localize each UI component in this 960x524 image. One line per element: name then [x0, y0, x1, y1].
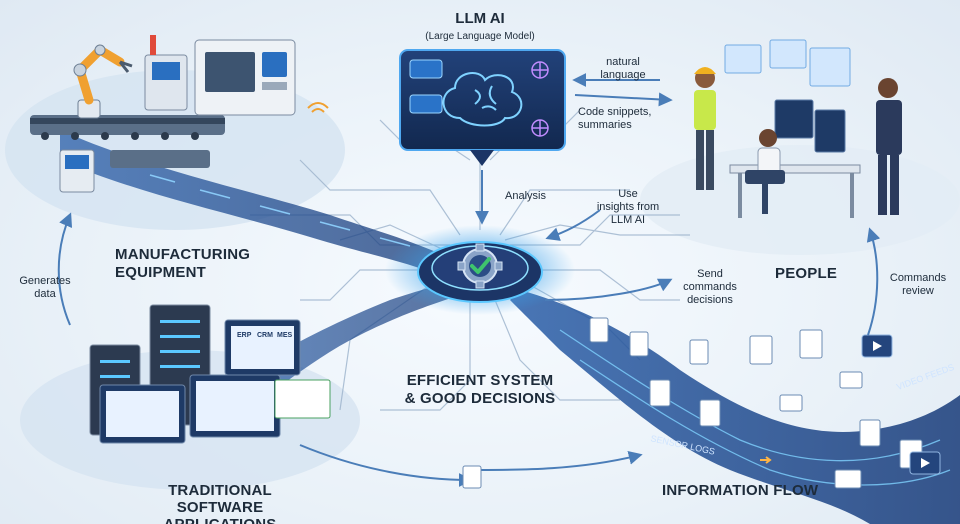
generates-data-line-2: data: [34, 288, 56, 300]
info-flow-glow-lines: [559, 329, 951, 486]
use-insights-label: Use insights from LLM AI: [588, 188, 668, 227]
flow-arrows: [57, 73, 881, 487]
code-snippets-line-2: summaries: [578, 119, 632, 131]
control-cabinet: [144, 35, 188, 111]
network-node-icon: [531, 61, 549, 137]
server-leds: [100, 320, 200, 378]
wifi-signal-icon: [307, 102, 329, 113]
check-icon: [470, 257, 491, 274]
use-insights-line-3: LLM AI: [610, 214, 646, 226]
llm-title: LLM AI: [455, 10, 505, 27]
people-platform: [640, 145, 960, 255]
manufacturing-illustration: [30, 35, 329, 193]
generates-data-line-1: Generates: [19, 275, 71, 287]
erp-tag: ERP: [237, 332, 252, 339]
cnc-machine: [194, 39, 296, 116]
spreadsheet-window: [274, 379, 331, 419]
info-flow-documents: [589, 317, 923, 489]
arrow-code-snippets: [574, 92, 673, 107]
llm-subtitle: (Large Language Model): [425, 31, 535, 42]
natural-language-line-1: natural: [606, 56, 640, 68]
seated-worker: [745, 129, 785, 214]
people-illustration: [694, 39, 902, 218]
information-flow-stream: [510, 290, 960, 524]
manager: [876, 78, 902, 215]
manufacturing-label-line-1: MANUFACTURING: [115, 246, 251, 263]
conveyor-rollers: [41, 132, 199, 140]
arrow-generates-data: [57, 212, 73, 326]
use-insights-line-2: insights from: [596, 201, 660, 213]
app-monitors: [99, 319, 301, 444]
analysis-label: Analysis: [505, 190, 546, 202]
commands-review-label: Commands review: [878, 272, 958, 298]
brain-icon: [442, 72, 523, 127]
arrow-commands-review: [866, 227, 881, 336]
code-snippets-line-1: Code snippets,: [578, 106, 652, 118]
send-commands-line-3: decisions: [687, 294, 733, 306]
arrow-send-commands: [544, 278, 673, 301]
use-insights-line-1: Use: [618, 188, 638, 200]
send-commands-line-2: commands: [683, 281, 737, 293]
manufacturing-label: MANUFACTURING EQUIPMENT: [115, 246, 250, 282]
central-hub: [385, 225, 575, 315]
manufacturing-label-line-2: EQUIPMENT: [115, 264, 206, 281]
info-doc-bottom: [462, 465, 482, 489]
generates-data-label: Generates data: [10, 275, 80, 301]
holo-screens: [724, 39, 851, 87]
natural-language-line-2: language: [600, 69, 646, 81]
software-label: TRADITIONAL SOFTWARE APPLICATIONS: [120, 482, 320, 524]
commands-review-line-2: review: [902, 285, 934, 297]
code-snippets-label: Code snippets, summaries: [578, 106, 651, 132]
send-commands-line-1: Send: [697, 268, 723, 280]
robot-arm: [73, 44, 133, 119]
info-flow-label: INFORMATION FLOW: [662, 482, 819, 499]
software-illustration: [89, 304, 331, 444]
arrow-info-to-center: [479, 450, 643, 471]
control-terminal: [59, 149, 95, 193]
desk-monitors: [774, 99, 846, 153]
worker-with-hardhat: [694, 67, 716, 190]
software-label-line-2: SOFTWARE APPLICATIONS: [164, 499, 277, 524]
chat-bubble-icon: [409, 59, 443, 114]
center-label-line-1: EFFICIENT SYSTEM: [406, 372, 554, 389]
center-label-line-2: & GOOD DECISIONS: [404, 390, 556, 407]
binary-stream-marks: [149, 174, 411, 247]
llm-panel: [399, 49, 566, 166]
arrow-use-insights: [545, 209, 601, 241]
natural-language-label: natural language: [588, 56, 658, 82]
mes-tag: MES: [277, 332, 293, 339]
commands-review-line-1: Commands: [889, 272, 947, 284]
send-commands-label: Send commands decisions: [670, 268, 750, 307]
people-label: PEOPLE: [775, 265, 838, 282]
video-feed-icons: [861, 334, 941, 475]
crm-tag: CRM: [257, 332, 273, 339]
software-label-line-1: TRADITIONAL: [168, 482, 272, 499]
center-label: EFFICIENT SYSTEM & GOOD DECISIONS: [395, 372, 565, 408]
arrow-software-to-info: [299, 444, 473, 487]
